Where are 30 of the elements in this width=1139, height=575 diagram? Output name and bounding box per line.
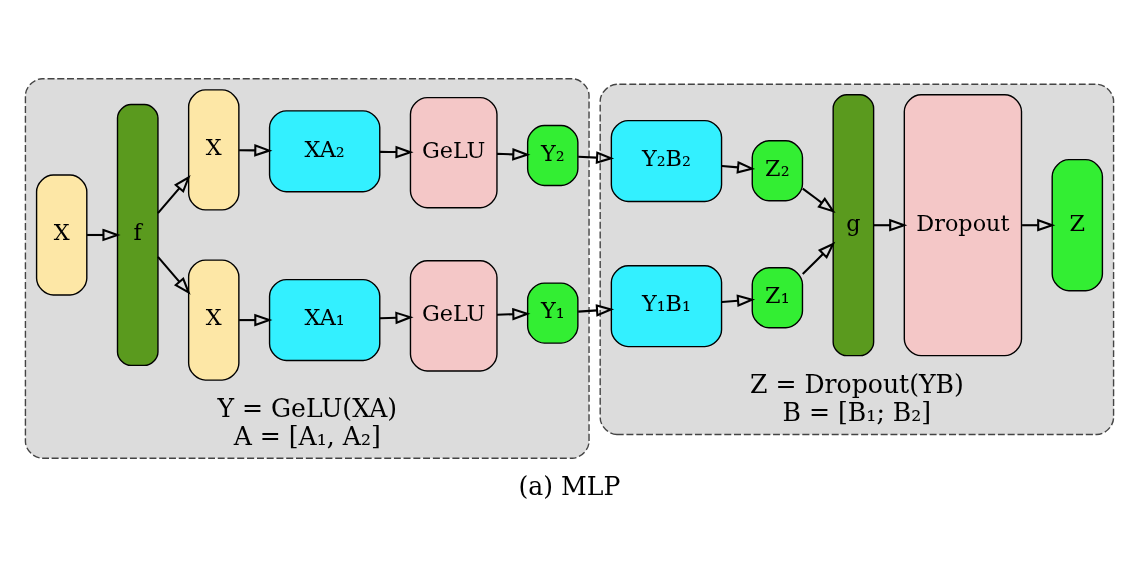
node-box: Y₂B₂ bbox=[610, 119, 723, 202]
node-box: X bbox=[35, 173, 88, 296]
node-box: GeLU bbox=[409, 96, 498, 208]
arrow bbox=[802, 241, 836, 275]
arrow bbox=[239, 143, 273, 157]
arrow bbox=[721, 293, 756, 307]
node-box: Y₁ bbox=[526, 281, 579, 344]
arrow bbox=[802, 187, 836, 213]
node-box: X bbox=[187, 88, 240, 211]
node-box: f bbox=[116, 103, 159, 366]
arrow bbox=[157, 174, 191, 214]
arrow bbox=[578, 150, 615, 164]
node-box: XA₁ bbox=[268, 278, 381, 361]
arrow bbox=[239, 313, 273, 326]
arrow bbox=[497, 307, 531, 321]
node-box: GeLU bbox=[409, 259, 498, 372]
caption: (a) MLP bbox=[518, 471, 621, 501]
node-box: Y₁B₁ bbox=[610, 264, 723, 347]
node-box: Z₂ bbox=[751, 139, 804, 201]
node-box: X bbox=[187, 258, 240, 381]
arrow bbox=[157, 255, 191, 295]
node-box: Z bbox=[1051, 158, 1104, 291]
node-box: XA₂ bbox=[268, 109, 381, 192]
node-box: Z₁ bbox=[751, 266, 804, 328]
arrow bbox=[721, 160, 756, 174]
arrow bbox=[578, 303, 615, 317]
node-box: Dropout bbox=[903, 93, 1023, 356]
node-box: Y₂ bbox=[526, 124, 579, 186]
node-box: g bbox=[832, 93, 875, 356]
arrow bbox=[1022, 218, 1056, 232]
